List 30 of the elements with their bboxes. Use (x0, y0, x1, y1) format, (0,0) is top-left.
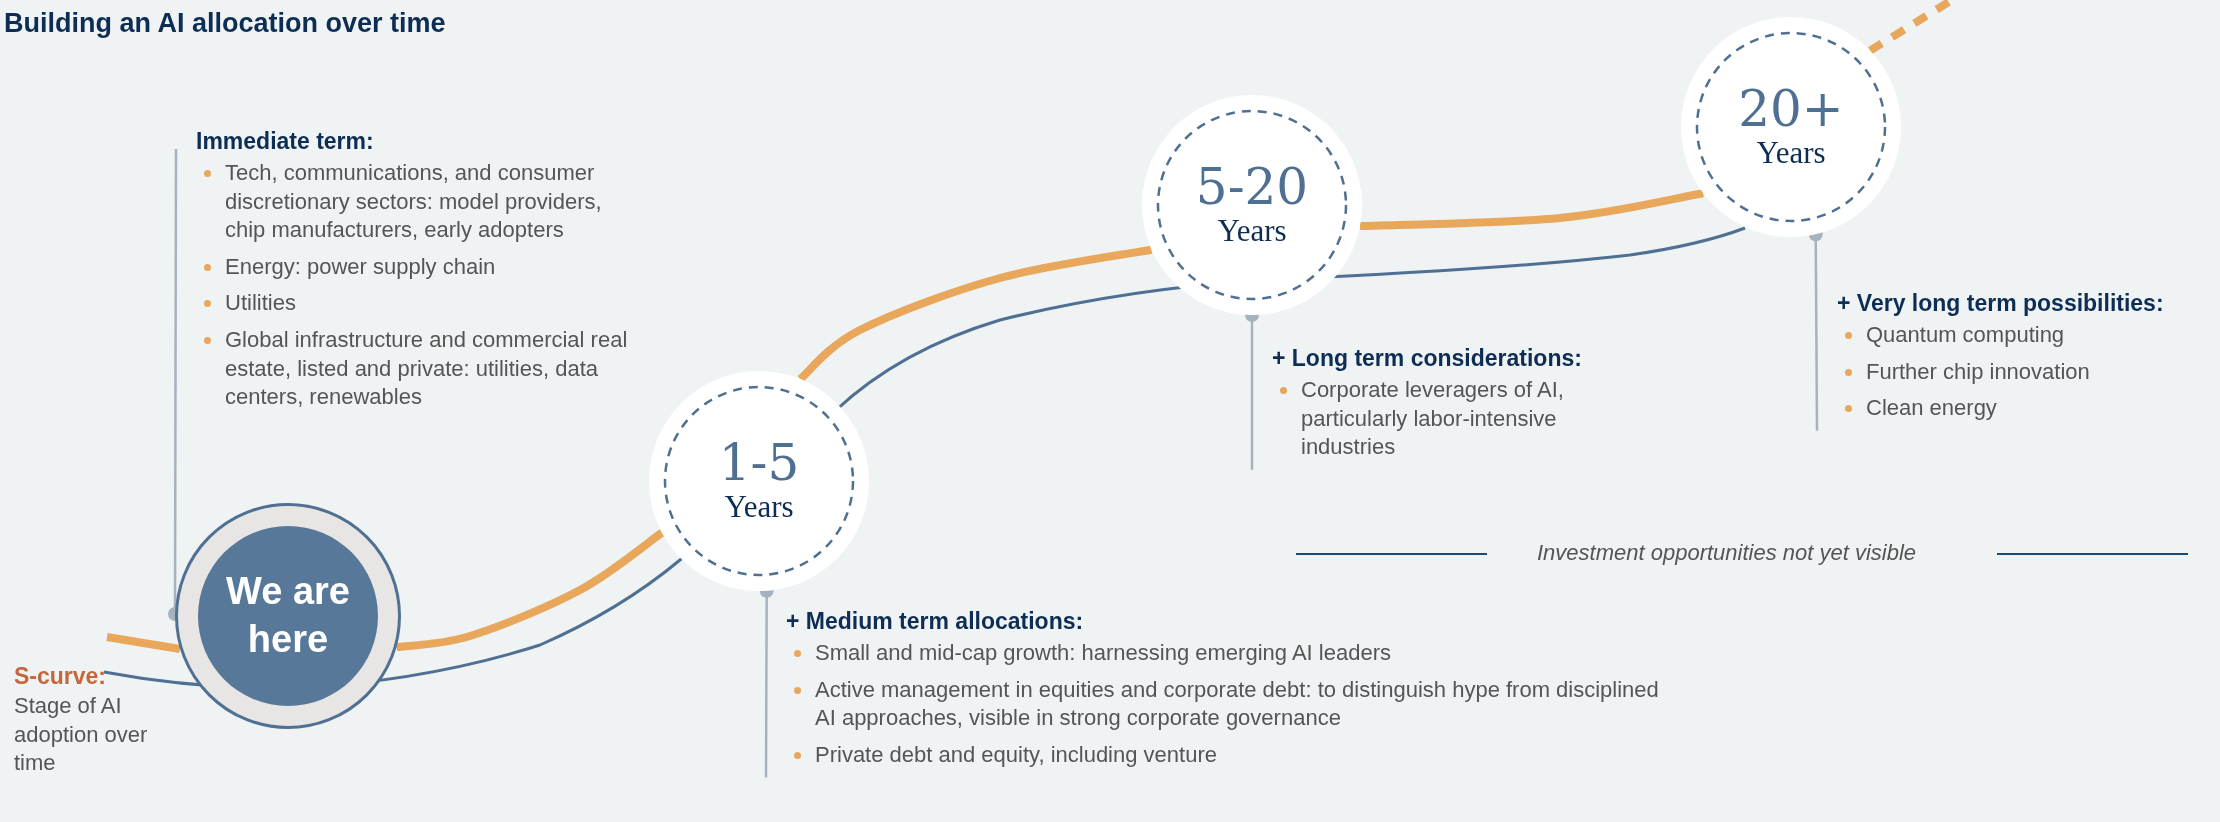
bullet-item: Tech, communications, and consumer discretionary sectors: model providers, chip manufacturers, early adopters (225, 159, 603, 245)
year-unit: Years (1756, 135, 1826, 172)
diagram-title: Building an AI allocation over time (4, 8, 446, 39)
year-range: 20+ (1738, 82, 1844, 136)
bullet-item: Active management in equities and corporate debt: to distinguish hype from disciplined AI approaches, visible in strong corporate governance (815, 675, 1660, 733)
adoption-curve (396, 529, 665, 652)
year-range: 5-20 (1195, 160, 1309, 214)
curve-description: Stage of AI adoption over time (14, 692, 149, 778)
year-unit: Years (1217, 213, 1287, 250)
section-heading: + Long term considerations: (1272, 345, 1583, 372)
bullet-item: Corporate leveragers of AI, particularly labor-intensive industries (1301, 376, 1565, 462)
section-heading: Immediate term: (196, 128, 375, 155)
bullet-item: Further chip innovation (1866, 357, 2090, 386)
adoption-curve (797, 245, 1153, 382)
bullet-item: Clean energy (1866, 394, 1997, 423)
bullet-item: Private debt and equity, including venture (815, 740, 1217, 769)
adoption-curve (1359, 189, 1704, 230)
bullet-item: Utilities (225, 289, 296, 318)
note-text: Investment opportunities not yet visible (1537, 540, 1917, 566)
bullet-item: Small and mid-cap growth: harnessing emerging AI leaders (815, 639, 1391, 667)
bullet-item: Energy: power supply chain (225, 252, 496, 281)
section-heading: + Very long term possibilities: (1837, 290, 2165, 317)
marker-label: We are here (225, 569, 351, 662)
curve-heading: S-curve: (14, 663, 107, 690)
year-range: 1-5 (718, 436, 800, 490)
bullet-item: Global infrastructure and commercial real estate, listed and private: utilities, data centers, renewables (225, 325, 629, 412)
adoption-curve (106, 633, 181, 653)
year-unit: Years (724, 489, 794, 526)
section-heading: + Medium term allocations: (786, 608, 1085, 635)
bullet-item: Quantum computing (1866, 321, 2065, 349)
